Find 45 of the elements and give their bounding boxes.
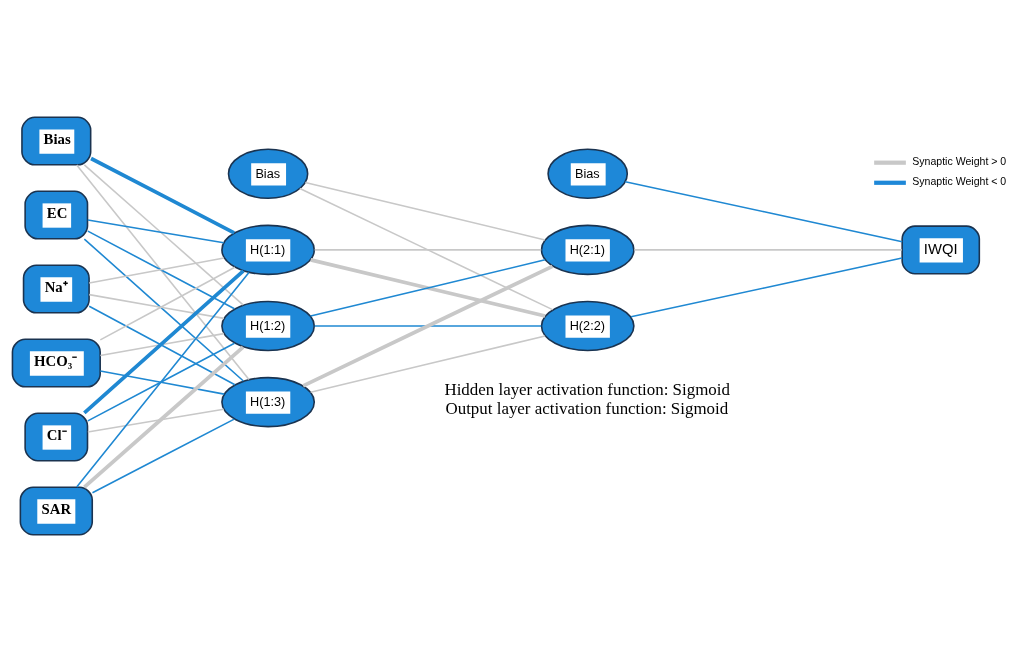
connector xyxy=(313,249,542,251)
connector xyxy=(88,305,236,386)
node-box: HCO₃⁻ xyxy=(11,338,101,388)
node-box: Bias xyxy=(21,116,92,166)
legend-label: Synaptic Weight > 0 xyxy=(912,155,1007,168)
connector xyxy=(630,257,903,318)
connector xyxy=(88,293,225,320)
node-ellipse: H(2:1) xyxy=(540,224,635,276)
label: Hidden layer activation function: Sigmoid xyxy=(444,379,730,399)
connector xyxy=(304,181,546,241)
connector xyxy=(90,156,235,235)
node-ellipse: Bias xyxy=(547,148,629,200)
connector xyxy=(91,418,236,494)
node-box: Cl⁻ xyxy=(24,412,89,462)
connector xyxy=(624,180,903,243)
connector xyxy=(83,238,245,382)
node-ellipse: Bias xyxy=(227,148,309,200)
connector xyxy=(87,342,236,422)
connector xyxy=(299,187,554,311)
node-ellipse: H(2:2) xyxy=(540,300,635,352)
node-box: SAR xyxy=(19,486,94,536)
node-ellipse: H(1:1) xyxy=(221,224,316,276)
connector xyxy=(83,269,245,415)
connector xyxy=(99,332,225,357)
connector xyxy=(99,370,225,395)
connector xyxy=(302,264,554,388)
connector xyxy=(99,266,236,341)
connector xyxy=(313,325,542,327)
connector xyxy=(633,249,903,251)
connector xyxy=(88,257,225,284)
node-box: EC xyxy=(24,190,89,240)
connector xyxy=(83,164,244,306)
connector xyxy=(309,335,546,393)
connector xyxy=(87,408,225,433)
connector xyxy=(75,271,250,488)
node-ellipse: H(1:3) xyxy=(221,376,316,428)
connector xyxy=(83,345,245,489)
connector xyxy=(75,164,250,381)
legend-label: Synaptic Weight < 0 xyxy=(912,175,1007,188)
connector xyxy=(87,219,225,244)
node-box: Na⁺ xyxy=(22,264,90,314)
label: Output layer activation function: Sigmoid xyxy=(445,398,729,418)
connector xyxy=(87,230,236,310)
node-box: IWQI xyxy=(901,225,981,275)
node-ellipse: H(1:2) xyxy=(221,300,316,352)
